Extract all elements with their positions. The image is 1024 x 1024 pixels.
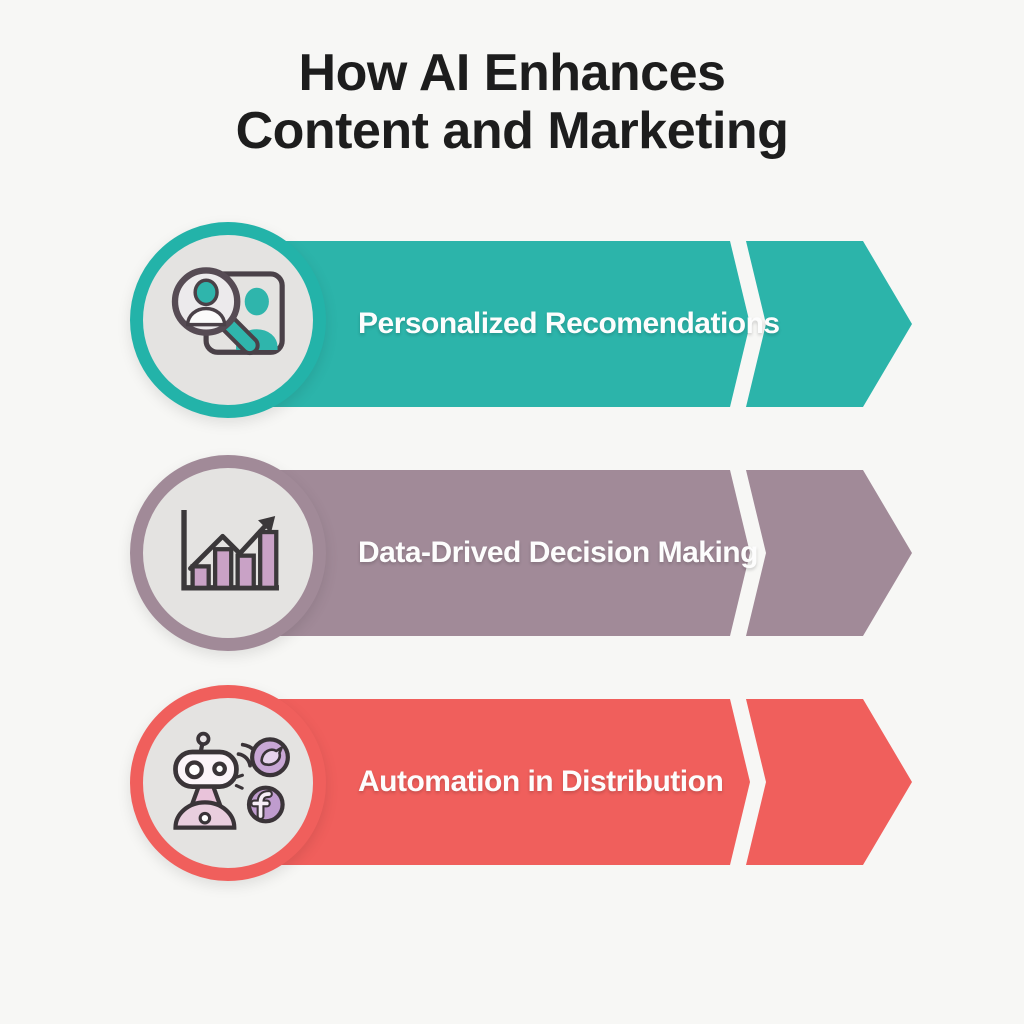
arrowhead-coral [746, 699, 912, 865]
audience-search-icon [171, 267, 285, 356]
title-line-2: Content and Marketing [235, 102, 789, 160]
icon-badge-teal [130, 222, 326, 418]
banner-label: Data-Drived Decision Making [358, 536, 758, 569]
page-title: How AI Enhances Content and Marketing [0, 44, 1024, 160]
banner-label: Personalized Recomendations [358, 307, 780, 340]
icon-badge-coral [130, 685, 326, 881]
bar-chart-growth-icon [181, 509, 279, 591]
arrowhead-mauve [746, 470, 912, 636]
icon-badge-mauve [130, 455, 326, 651]
robot-social-broadcast-icon [173, 731, 290, 830]
title-line-1: How AI Enhances [298, 44, 726, 102]
banner-label: Automation in Distribution [358, 765, 724, 798]
